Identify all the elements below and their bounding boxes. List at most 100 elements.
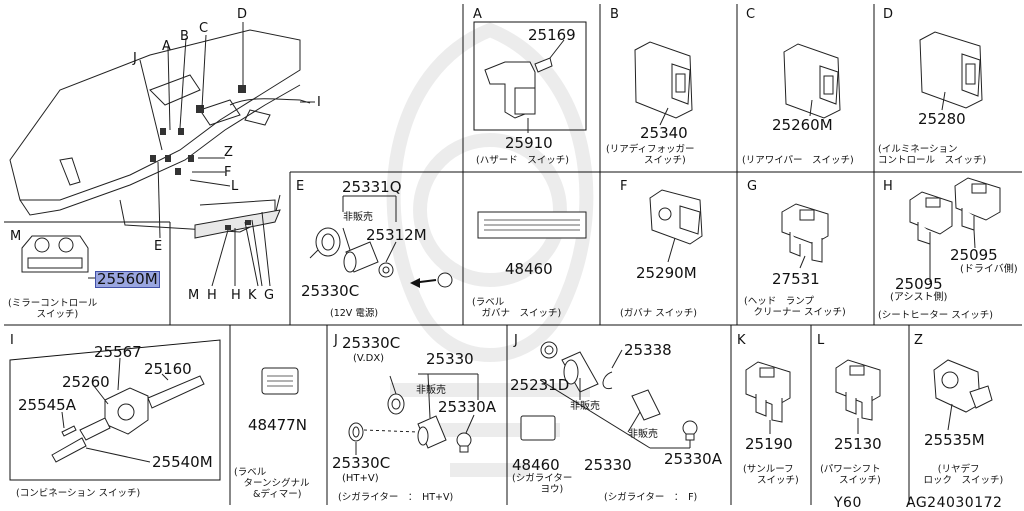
panel-c-caption: (リアワイパー スイッチ)	[742, 155, 854, 166]
part-25190[interactable]: 25190	[745, 435, 793, 453]
panel-j2-not-for-sale-2: 非販売	[628, 429, 658, 440]
panel-j1-vdx: (V.DX)	[353, 353, 385, 364]
overview-letter-f: F	[224, 165, 232, 180]
part-25290m[interactable]: 25290M	[636, 264, 697, 282]
label-48477n-caption: (ラベル ターンシグナル &ディマー)	[234, 467, 310, 500]
part-25330a-f[interactable]: 25330A	[664, 450, 722, 468]
panel-l-letter: L	[817, 333, 825, 348]
footer-model: Y60	[834, 495, 862, 511]
panel-d-caption: (イルミネーション コントロール スイッチ)	[878, 144, 987, 166]
footer-diagram-code: AG24030172	[906, 495, 1003, 511]
panel-l-caption: (パワーシフト スイッチ)	[820, 464, 881, 486]
label-48460-caption: (ラベル ガバナ スイッチ)	[472, 297, 562, 319]
overview-letter-b: B	[180, 29, 189, 44]
part-25260m[interactable]: 25260M	[772, 116, 833, 134]
part-25567[interactable]: 25567	[94, 343, 142, 361]
overview-letter-i: I	[317, 95, 321, 110]
part-48477n[interactable]: 48477N	[248, 416, 307, 434]
panel-f-caption: (ガバナ スイッチ)	[620, 308, 697, 319]
part-25330c-vdx[interactable]: 25330C	[342, 334, 401, 352]
panel-e-caption: (12V 電源)	[330, 308, 379, 319]
part-25340[interactable]: 25340	[640, 124, 688, 142]
part-25545a[interactable]: 25545A	[18, 396, 76, 414]
panel-k-letter: K	[737, 333, 746, 348]
panel-e-letter: E	[296, 179, 305, 194]
panel-i-letter: I	[10, 333, 14, 348]
panel-j1-not-for-sale: 非販売	[416, 385, 446, 396]
panel-h-assist-side: (アシスト側)	[890, 292, 948, 303]
part-25312m[interactable]: 25312M	[366, 226, 427, 244]
overview-letter-k: K	[248, 288, 257, 303]
part-25540m[interactable]: 25540M	[152, 453, 213, 471]
overview-letter-l: L	[231, 179, 239, 194]
overview-letter-z: Z	[224, 145, 233, 160]
panel-m-letter: M	[10, 229, 22, 244]
part-25338[interactable]: 25338	[624, 341, 672, 359]
overview-letter-d: D	[237, 7, 248, 22]
panel-z-caption: (リヤデフ ロック スイッチ)	[923, 464, 1004, 486]
part-25280[interactable]: 25280	[918, 110, 966, 128]
panel-f-letter: F	[620, 179, 628, 194]
panel-j1-htv: (HT+V)	[342, 473, 379, 484]
part-25095-assist[interactable]: 25095	[895, 275, 943, 293]
panel-d-letter: D	[883, 7, 894, 22]
part-25130[interactable]: 25130	[834, 435, 882, 453]
panel-h-letter: H	[883, 179, 893, 194]
overview-letter-a: A	[162, 39, 171, 54]
panel-j2-label-caption: (シガライター ヨウ)	[512, 473, 573, 495]
part-25160[interactable]: 25160	[144, 360, 192, 378]
panel-b-caption: (リアディフォッガー スイッチ)	[606, 144, 695, 166]
panel-j2-not-for-sale-1: 非販売	[570, 401, 600, 412]
panel-g-caption: (ヘッド ランプ クリーナー スイッチ)	[744, 296, 846, 318]
panel-h-driver-side: (ドライバ側)	[960, 264, 1018, 275]
part-48460[interactable]: 48460	[505, 260, 553, 278]
overview-letter-g: G	[264, 288, 275, 303]
overview-letter-j: J	[133, 51, 137, 66]
part-48460-lighter[interactable]: 48460	[512, 456, 560, 474]
part-25231d[interactable]: 25231D	[510, 376, 570, 394]
overview-letter-m: M	[188, 288, 200, 303]
panel-j1-letter: J	[334, 333, 338, 348]
panel-g-letter: G	[747, 179, 758, 194]
part-25169[interactable]: 25169	[528, 26, 576, 44]
panel-b-letter: B	[610, 7, 619, 22]
panel-j2-caption: (シガライター ： F)	[604, 492, 698, 503]
part-25260[interactable]: 25260	[62, 373, 110, 391]
part-27531[interactable]: 27531	[772, 270, 820, 288]
part-25330[interactable]: 25330	[426, 350, 474, 368]
panel-a-letter: A	[473, 7, 482, 22]
part-25095-driver[interactable]: 25095	[950, 246, 998, 264]
part-25330-f[interactable]: 25330	[584, 456, 632, 474]
panel-k-caption: (サンルーフ スイッチ)	[743, 464, 799, 486]
overview-letter-c: C	[199, 21, 209, 36]
part-25330c-htv[interactable]: 25330C	[332, 454, 391, 472]
part-25330a[interactable]: 25330A	[438, 398, 496, 416]
part-25560m[interactable]: 25560M	[95, 270, 160, 288]
overview-letter-h2: H	[231, 288, 241, 303]
panel-h-caption: (シートヒーター スイッチ)	[878, 310, 993, 321]
part-25331q[interactable]: 25331Q	[342, 178, 402, 196]
panel-i-caption: (コンビネーション スイッチ)	[16, 488, 141, 499]
part-25535m[interactable]: 25535M	[924, 431, 985, 449]
panel-j1-caption: (シガライター ： HT+V)	[338, 492, 454, 503]
part-25910[interactable]: 25910	[505, 134, 553, 152]
panel-z-letter: Z	[914, 333, 923, 348]
part-25330c[interactable]: 25330C	[301, 282, 360, 300]
